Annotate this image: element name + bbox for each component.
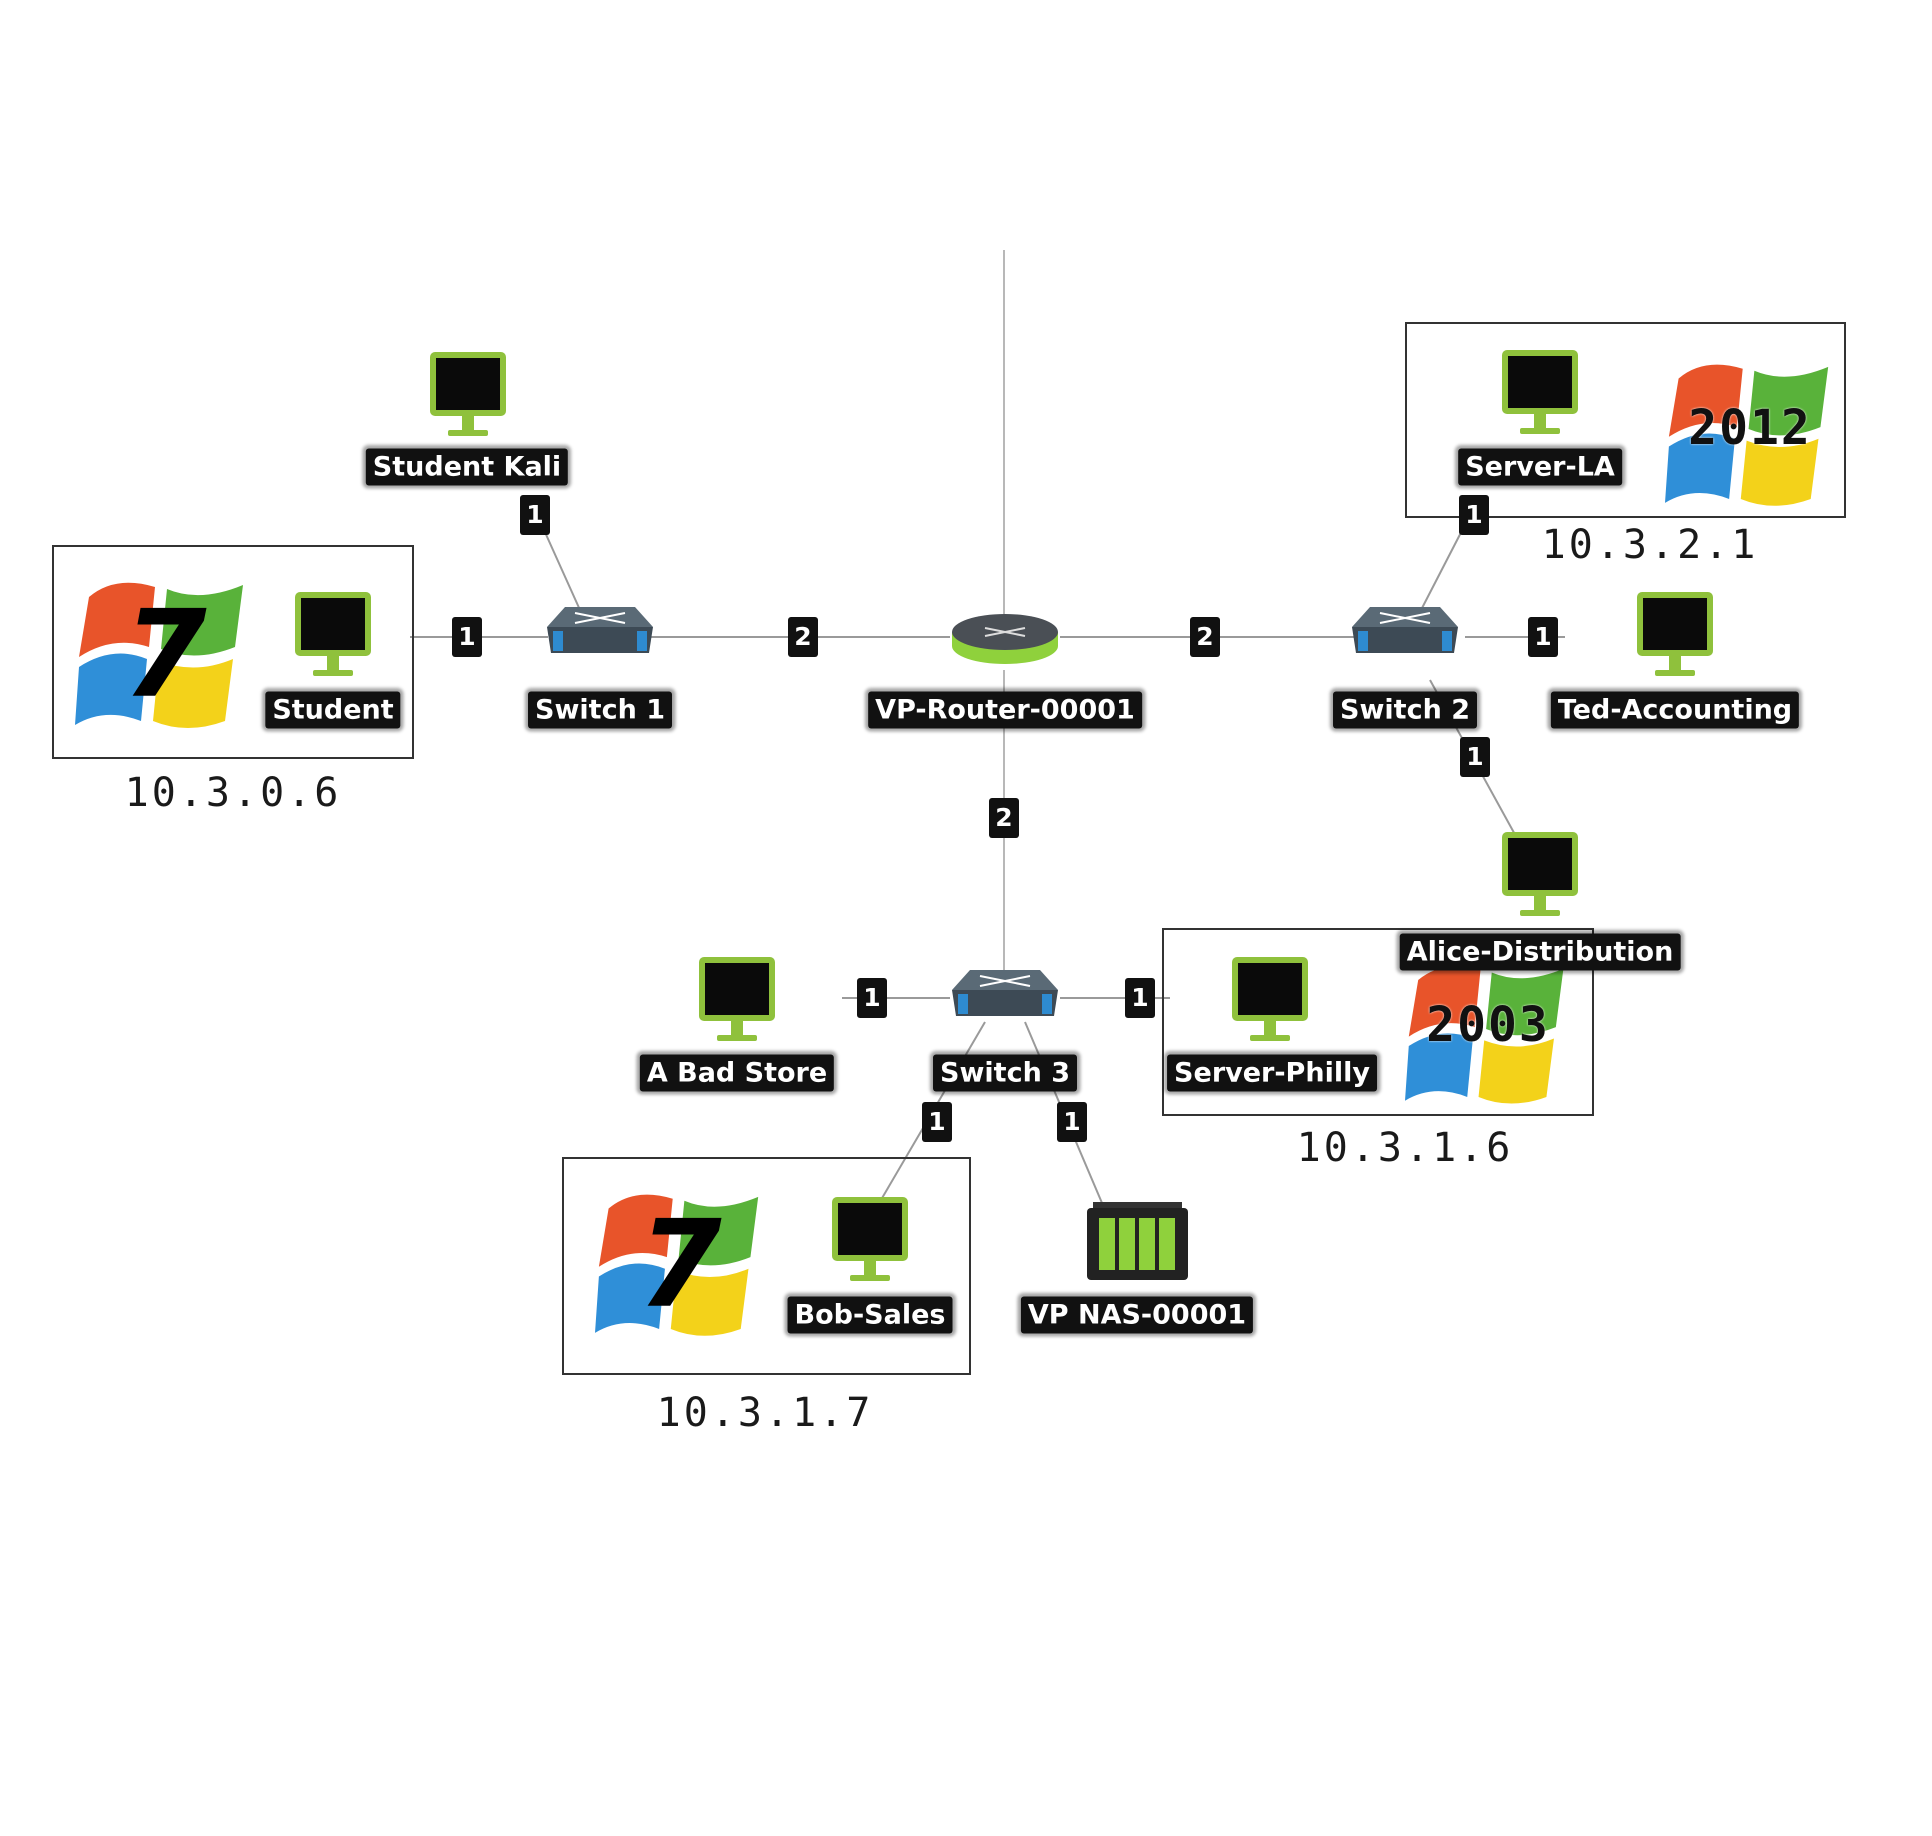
switch-icon[interactable] <box>950 968 1060 1018</box>
port-badge-bob: 1 <box>922 1102 952 1142</box>
node-label-bad-store: A Bad Store <box>639 1054 835 1092</box>
port-badge-switch1-router: 2 <box>788 617 818 657</box>
node-label-server-la: Server-LA <box>1458 448 1622 486</box>
windows-version-label: 7 <box>123 585 207 725</box>
port-badge-router-switch3: 2 <box>989 798 1019 838</box>
monitor-icon[interactable] <box>1635 590 1715 686</box>
node-label-switch1: Switch 1 <box>528 691 672 729</box>
windows-version-label: 7 <box>638 1195 722 1335</box>
node-label-ted-accounting: Ted-Accounting <box>1550 691 1800 729</box>
node-label-switch2: Switch 2 <box>1333 691 1477 729</box>
port-badge-ted: 1 <box>1528 617 1558 657</box>
windows-logo-icon <box>595 1194 759 1336</box>
monitor-icon[interactable] <box>1230 955 1310 1051</box>
ip-label-bob: 10.3.1.7 <box>656 1390 874 1436</box>
monitor-icon[interactable] <box>830 1195 910 1291</box>
port-badge-student: 1 <box>452 617 482 657</box>
server-philly-group-box <box>1162 928 1594 1116</box>
port-badge-nas: 1 <box>1057 1102 1087 1142</box>
windows-version-label: 2003 <box>1426 997 1550 1053</box>
switch-icon[interactable] <box>1350 605 1460 655</box>
monitor-icon[interactable] <box>697 955 777 1051</box>
node-label-server-philly: Server-Philly <box>1167 1054 1377 1092</box>
node-label-switch3: Switch 3 <box>933 1054 1077 1092</box>
port-badge-kali: 1 <box>520 495 550 535</box>
port-badge-bad-store: 1 <box>857 978 887 1018</box>
monitor-icon[interactable] <box>293 590 373 686</box>
node-label-router: VP-Router-00001 <box>868 691 1142 729</box>
monitor-icon[interactable] <box>1500 830 1580 926</box>
nas-icon[interactable] <box>1085 1200 1190 1282</box>
windows-version-label: 2012 <box>1688 400 1812 456</box>
port-badge-server-la: 1 <box>1459 495 1489 535</box>
windows-logo-icon <box>75 582 243 728</box>
node-label-nas: VP NAS-00001 <box>1020 1296 1254 1334</box>
node-label-student: Student <box>265 691 401 729</box>
monitor-icon[interactable] <box>1500 348 1580 444</box>
port-badge-alice: 1 <box>1460 737 1490 777</box>
router-icon[interactable] <box>950 610 1060 666</box>
node-label-alice-distribution: Alice-Distribution <box>1399 933 1681 971</box>
student-group-box <box>52 545 414 759</box>
monitor-icon[interactable] <box>428 350 508 446</box>
bob-group-box <box>562 1157 971 1375</box>
port-badge-router-switch2: 2 <box>1190 617 1220 657</box>
node-label-bob-sales: Bob-Sales <box>787 1296 953 1334</box>
switch-icon[interactable] <box>545 605 655 655</box>
node-label-student-kali: Student Kali <box>365 448 569 486</box>
windows-logo-icon <box>1405 966 1564 1104</box>
windows-logo-icon <box>1665 364 1829 506</box>
ip-label-server-philly: 10.3.1.6 <box>1296 1125 1514 1171</box>
server-la-group-box <box>1405 322 1846 518</box>
ip-label-server-la: 10.3.2.1 <box>1541 522 1759 568</box>
ip-label-student: 10.3.0.6 <box>124 770 342 816</box>
port-badge-server-philly: 1 <box>1125 978 1155 1018</box>
